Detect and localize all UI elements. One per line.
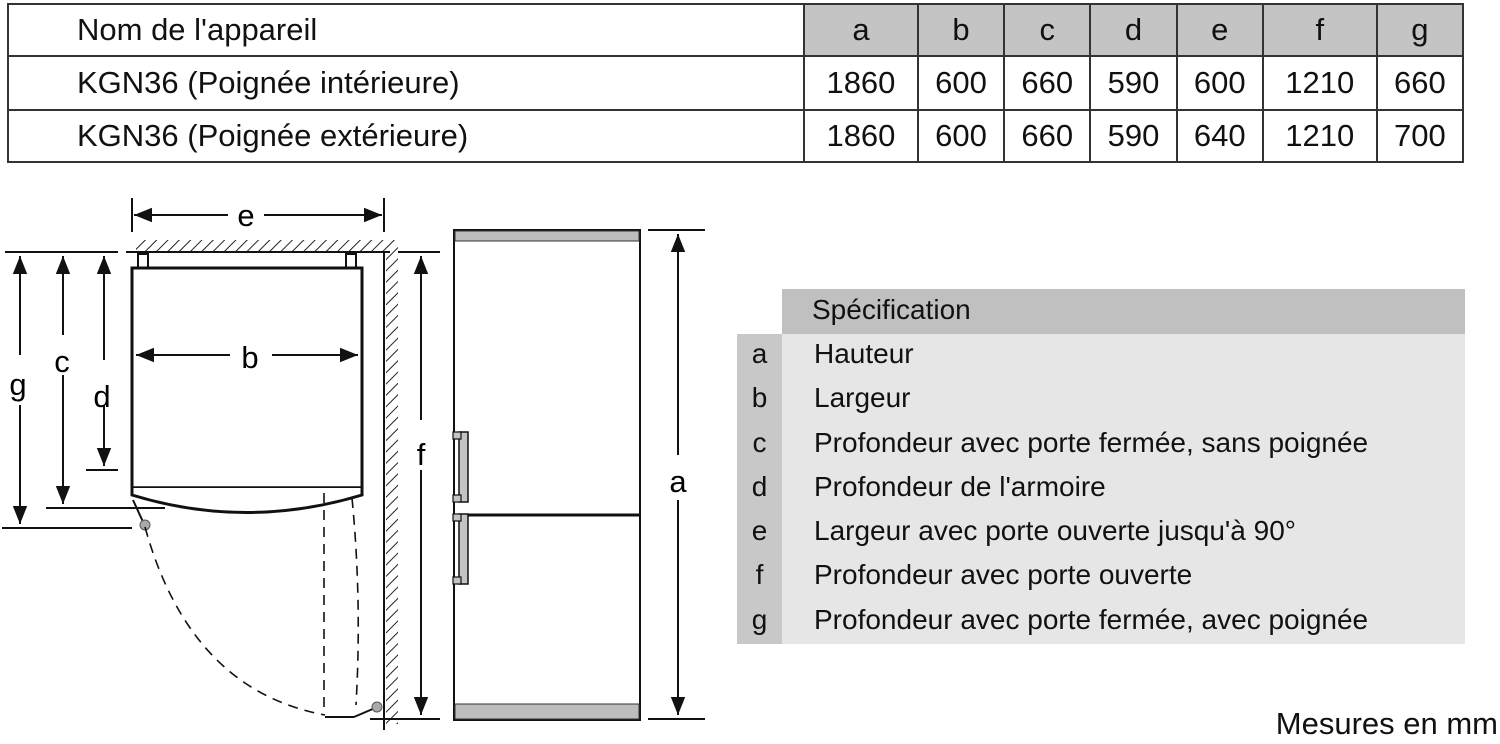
device-name: KGN36 (Poignée extérieure) [7, 109, 805, 163]
spec-labels-column: Hauteur Largeur Profondeur avec porte fe… [782, 334, 1465, 645]
dimensions-table: Nom de l'appareil a b c d e f g KGN36 (P… [7, 3, 1465, 163]
value-c: 660 [1003, 55, 1092, 111]
spec-label: Hauteur [814, 338, 914, 369]
value-b: 600 [916, 109, 1006, 163]
spec-label: Profondeur avec porte fermée, sans poign… [814, 426, 1369, 458]
value-f: 1210 [1261, 55, 1378, 111]
value-c: 660 [1003, 109, 1092, 163]
device-name: KGN36 (Poignée intérieure) [7, 55, 805, 111]
value-g: 700 [1375, 109, 1465, 163]
front-view: a [452, 229, 705, 721]
specification-table: Spécification a b c d e f g Hauteur Larg… [737, 289, 1465, 645]
dimensions-header-row: Nom de l'appareil a b c d e f g [7, 3, 1465, 57]
value-d: 590 [1089, 109, 1178, 163]
spec-label: Largeur avec porte ouverte jusqu'à 90° [814, 515, 1296, 547]
col-header-c: c [1003, 3, 1092, 57]
value-e: 600 [1175, 55, 1264, 111]
col-header-a: a [803, 3, 919, 57]
spec-label: Profondeur avec porte fermée, avec poign… [814, 603, 1369, 635]
table-row: KGN36 (Poignée extérieure) 1860 600 660 … [7, 109, 1465, 163]
spec-label: Profondeur avec porte ouverte [814, 559, 1193, 591]
label-d: d [93, 379, 110, 414]
spec-key: a [751, 338, 768, 369]
col-header-g: g [1375, 3, 1465, 57]
spec-key: b [751, 382, 768, 414]
device-name-header: Nom de l'appareil [7, 3, 805, 57]
value-e: 640 [1175, 109, 1264, 163]
spec-key: f [755, 559, 764, 591]
label-b: b [241, 340, 258, 375]
label-f: f [417, 437, 426, 472]
spec-key: g [751, 603, 768, 635]
value-g: 660 [1375, 55, 1465, 111]
value-b: 600 [916, 55, 1006, 111]
col-header-b: b [916, 3, 1006, 57]
col-header-f: f [1261, 3, 1378, 57]
label-c: c [54, 344, 70, 379]
spec-header: Spécification [782, 289, 1465, 334]
top-view: e b g c d [2, 198, 440, 730]
spec-key: c [752, 426, 767, 458]
value-d: 590 [1089, 55, 1178, 111]
col-header-d: d [1089, 3, 1178, 57]
spec-key: e [751, 515, 768, 547]
table-row: KGN36 (Poignée intérieure) 1860 600 660 … [7, 55, 1465, 111]
spec-label: Profondeur de l'armoire [814, 470, 1106, 502]
label-g: g [9, 367, 26, 402]
col-header-e: e [1175, 3, 1264, 57]
value-a: 1860 [803, 55, 919, 111]
value-f: 1210 [1261, 109, 1378, 163]
spec-keys-column: a b c d e f g [737, 334, 782, 645]
label-a: a [669, 464, 687, 499]
spec-label: Largeur [814, 382, 911, 414]
value-a: 1860 [803, 109, 919, 163]
unit-note: Mesures en mm [1275, 706, 1498, 741]
label-e: e [237, 198, 254, 233]
dimension-diagram: e b g c d [2, 198, 705, 730]
spec-key: d [751, 470, 768, 502]
